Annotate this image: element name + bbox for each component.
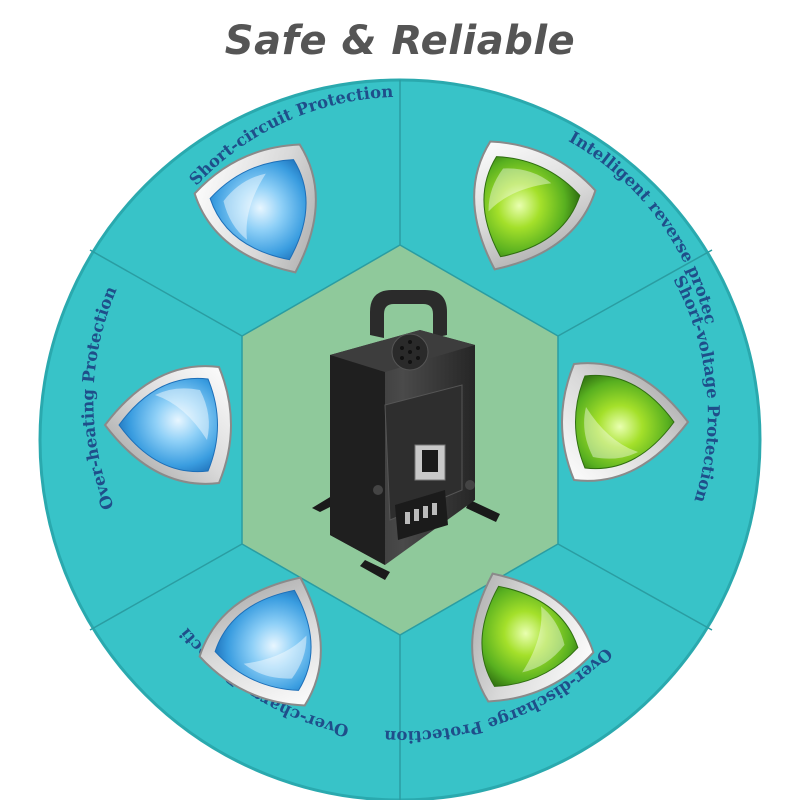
blue-shield-icon — [193, 143, 317, 274]
headline: Safe & Reliable — [224, 18, 576, 64]
blue-shield-icon — [198, 576, 322, 707]
blue-shield-icon — [103, 365, 232, 485]
green-shield-icon — [473, 140, 597, 271]
battery-charger-icon — [312, 290, 500, 580]
green-shield-icon — [561, 362, 690, 482]
segment-dividers — [89, 80, 713, 800]
green-shield-icon — [471, 572, 595, 703]
